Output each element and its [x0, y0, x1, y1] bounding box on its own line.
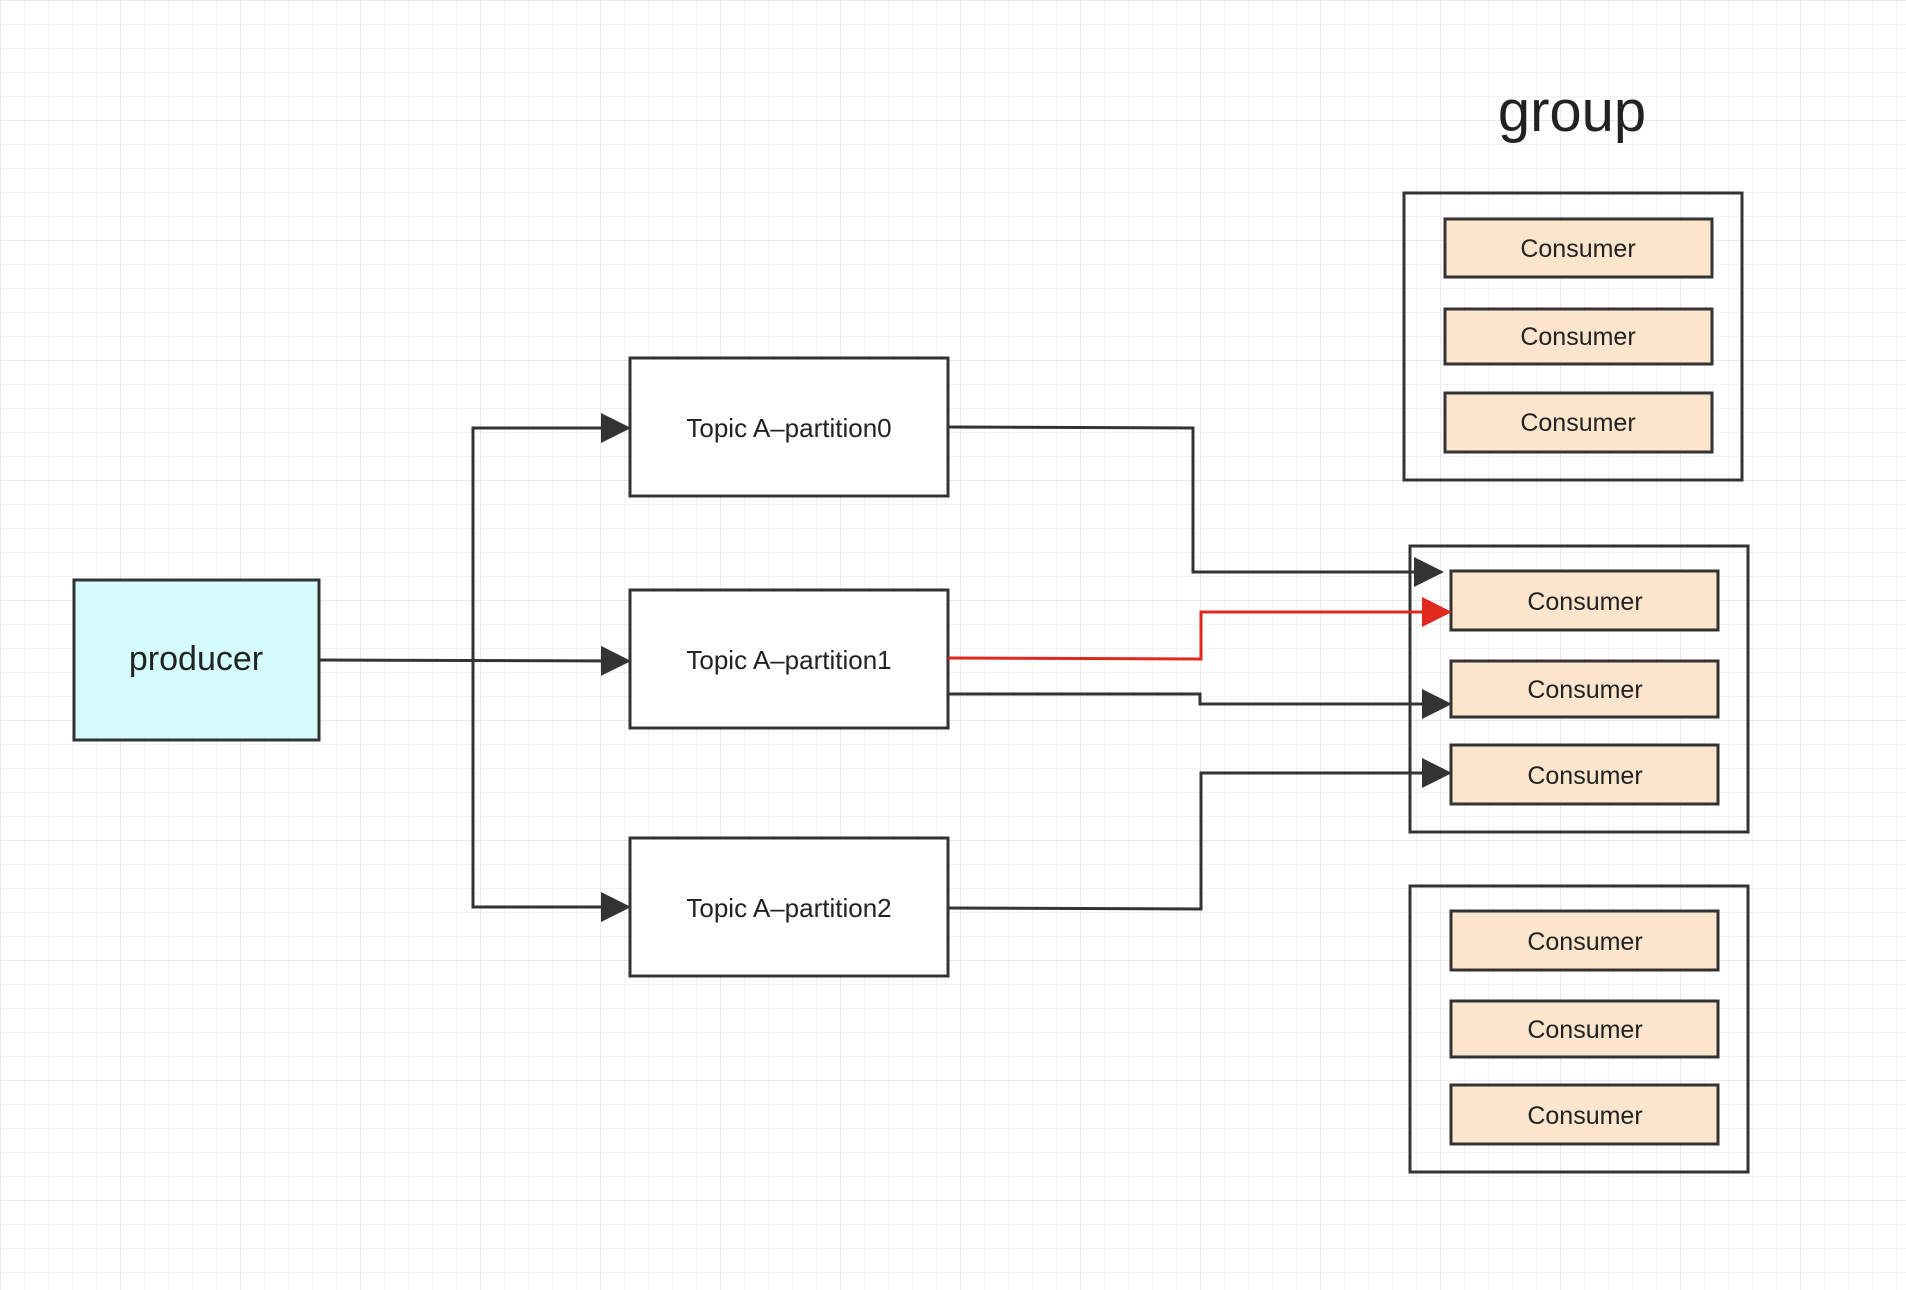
- consumer-label: Consumer: [1527, 928, 1642, 956]
- consumer-label: Consumer: [1527, 588, 1642, 616]
- producer-label: producer: [129, 640, 263, 678]
- edge-partition0-to-consumer: [947, 425, 1444, 587]
- consumer-label: Consumer: [1527, 1102, 1642, 1130]
- partition-node[interactable]: Topic A–partition2: [628, 836, 950, 978]
- consumer-label: Consumer: [1520, 235, 1635, 263]
- partition-node[interactable]: Topic A–partition1: [628, 588, 950, 730]
- consumer-label: Consumer: [1520, 409, 1635, 437]
- consumer-node[interactable]: Consumer: [1449, 743, 1720, 806]
- consumer-node[interactable]: Consumer: [1449, 999, 1720, 1059]
- consumer-node[interactable]: Consumer: [1443, 217, 1714, 279]
- consumer-node[interactable]: Consumer: [1449, 909, 1720, 972]
- edge-partition1-to-consumer: [948, 689, 1452, 719]
- partition-label: Topic A–partition2: [686, 893, 891, 923]
- consumer-node[interactable]: Consumer: [1449, 569, 1720, 632]
- consumer-label: Consumer: [1527, 762, 1642, 790]
- consumer-group-box: [1408, 544, 1750, 834]
- consumer-node[interactable]: Consumer: [1449, 659, 1720, 719]
- edge-partition2-to-consumer: [947, 758, 1452, 911]
- consumer-label: Consumer: [1520, 323, 1635, 351]
- consumer-label: Consumer: [1527, 1016, 1642, 1044]
- consumer-node[interactable]: Consumer: [1443, 391, 1714, 454]
- partition-label: Topic A–partition1: [686, 645, 891, 675]
- consumer-group-box: [1408, 884, 1750, 1174]
- consumer-node[interactable]: Consumer: [1443, 307, 1714, 366]
- edge-producer-to-partition0: [471, 413, 631, 660]
- partition-label: Topic A–partition0: [686, 413, 891, 443]
- edge-producer-to-partition2: [471, 660, 631, 922]
- edge-partition1-to-consumer-highlight: [947, 597, 1452, 661]
- group-title: group: [1498, 79, 1646, 144]
- producer-node[interactable]: producer: [72, 578, 321, 742]
- consumer-label: Consumer: [1527, 676, 1642, 704]
- consumer-group-box: [1402, 191, 1744, 482]
- partition-node[interactable]: Topic A–partition0: [628, 356, 950, 498]
- consumer-node[interactable]: Consumer: [1449, 1083, 1720, 1146]
